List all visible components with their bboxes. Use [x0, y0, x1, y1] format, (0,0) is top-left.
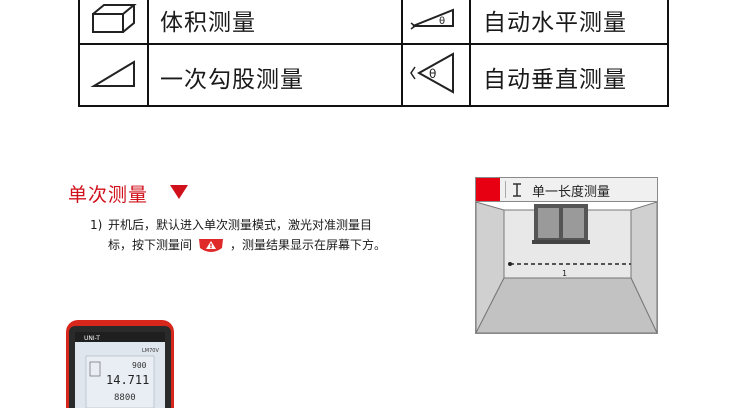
level-angle-icon: θ — [410, 8, 454, 30]
reading-top: 900 — [132, 361, 147, 370]
instruction-before-button: 标，按下测量间 — [108, 238, 193, 252]
theta-symbol: θ — [429, 67, 436, 81]
cube-volume-icon — [92, 4, 137, 33]
item-number: 1) — [90, 218, 103, 232]
device-brand: UNI-T — [84, 335, 100, 342]
right-triangle-icon — [90, 60, 135, 87]
length-cursor-icon — [513, 183, 521, 197]
vertical-angle-icon: θ — [410, 52, 454, 94]
laser-warning-icon — [199, 238, 224, 252]
battery-icon — [89, 361, 101, 377]
section-title: 单次测量 — [68, 184, 149, 206]
header-separator — [505, 181, 506, 198]
laser-meter-device: UNI-T LM70V 900 14.711 8800 — [66, 320, 174, 408]
instruction-line-2: 标，按下测量间 ，测量结果显示在屏幕下方。 — [90, 235, 435, 255]
reading-bottom: 8800 — [114, 393, 136, 403]
mode-label-pythagorean: 一次勾股测量 — [160, 67, 304, 93]
red-marker-block — [476, 178, 500, 201]
mode-label-auto-vertical: 自动垂直测量 — [483, 67, 627, 93]
single-length-diagram: 单一长度测量 1 — [475, 177, 658, 334]
instruction-after-button: ，测量结果显示在屏幕下方。 — [230, 238, 387, 252]
instruction-line-1: 开机后，默认进入单次测量模式，激光对准测量目 — [108, 218, 373, 232]
measure-marker-label: 1 — [562, 269, 567, 278]
table-divider — [80, 43, 667, 45]
diagram-header: 单一长度测量 — [476, 178, 657, 202]
device-model: LM70V — [142, 348, 159, 354]
theta-symbol: θ — [439, 16, 445, 27]
table-divider — [469, 0, 471, 105]
instruction-text: 1) 开机后，默认进入单次测量模式，激光对准测量目 标，按下测量间 ，测量结果显示… — [90, 215, 435, 255]
mode-label-volume: 体积测量 — [160, 10, 256, 36]
reading-main: 14.711 — [106, 373, 149, 387]
measurement-mode-table: 体积测量 θ 自动水平测量 一次勾股测量 θ 自动垂直测量 — [78, 0, 669, 107]
table-divider — [401, 0, 403, 105]
mode-label-auto-horizontal: 自动水平测量 — [483, 10, 627, 36]
triangle-down-icon — [170, 185, 188, 199]
diagram-title: 单一长度测量 — [532, 185, 611, 200]
room-illustration: 1 — [476, 202, 657, 333]
table-divider — [147, 0, 149, 105]
